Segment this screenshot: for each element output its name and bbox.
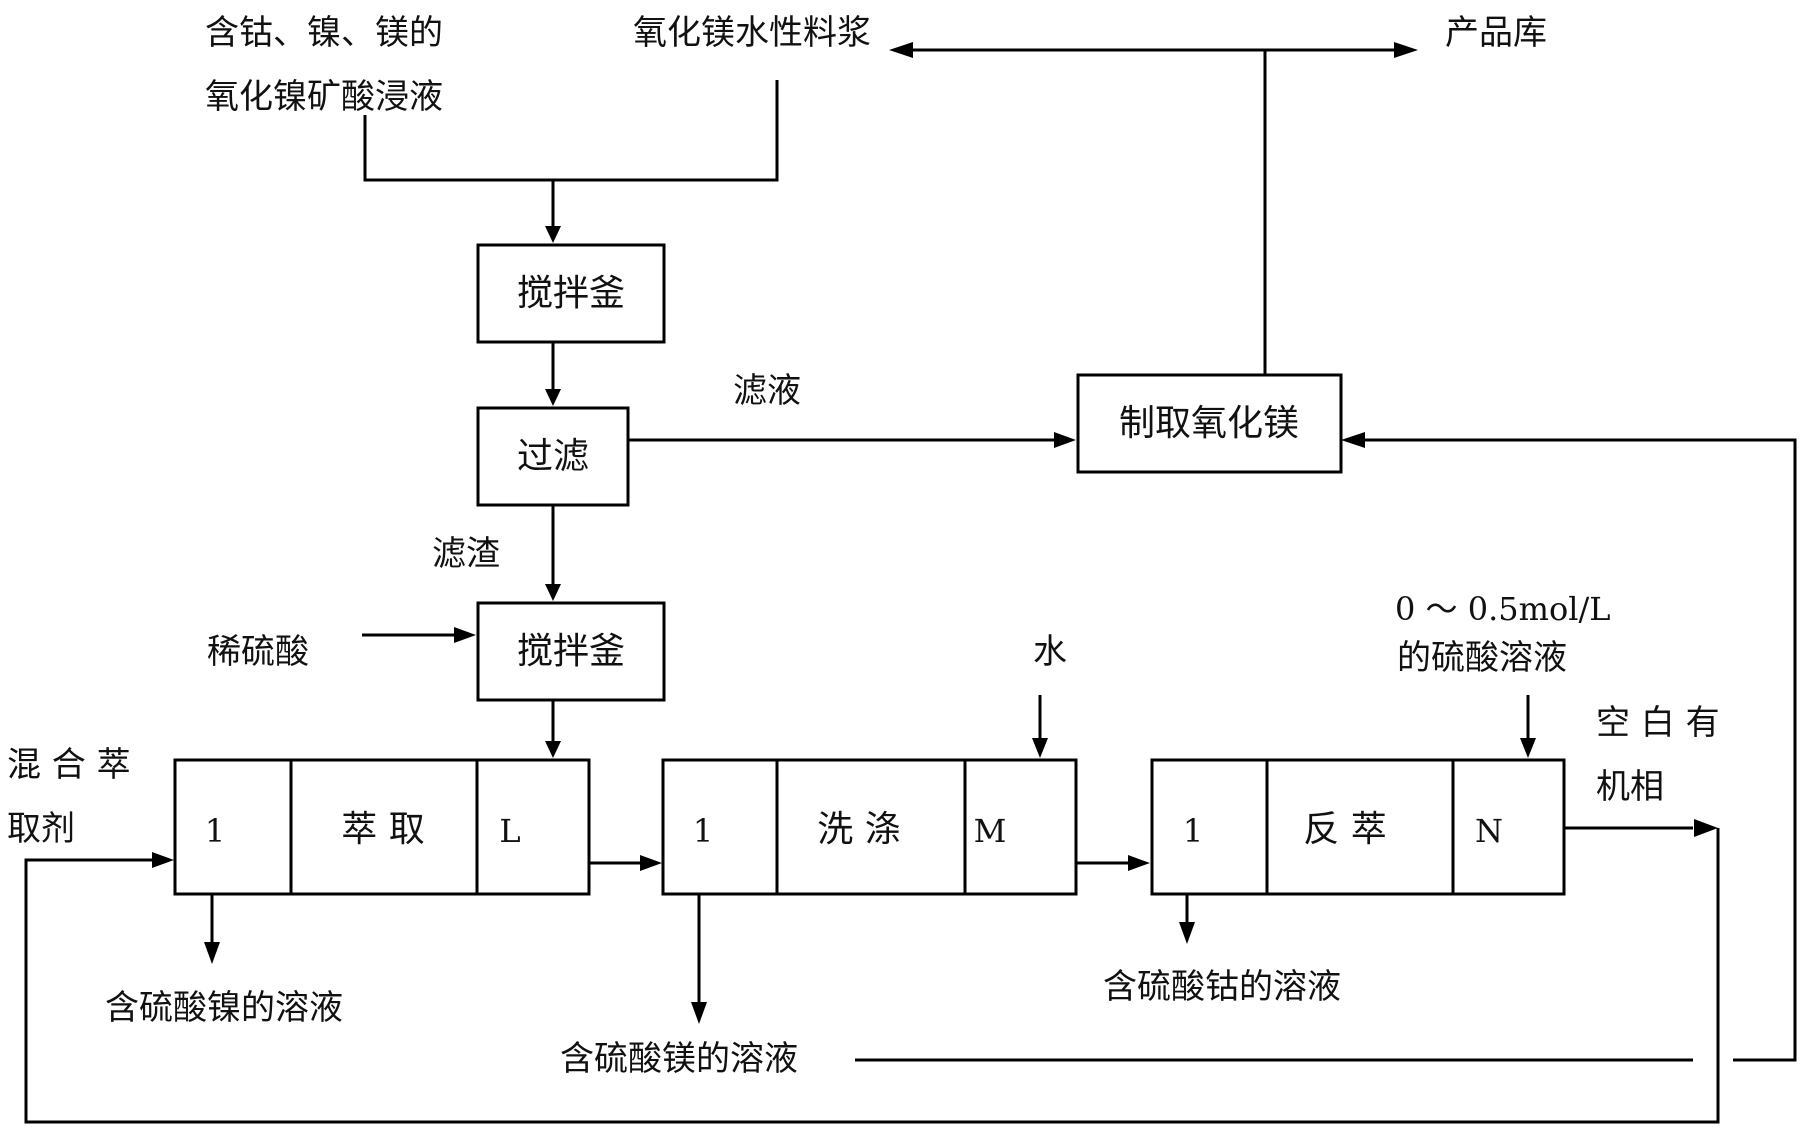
arrowheads (152, 42, 1718, 1024)
leach-liquor-label-line2: 氧化镍矿酸浸液 (205, 80, 443, 114)
extraction-name: 萃 取 (341, 812, 424, 848)
leach-liquor-label-line1: 含钴、镍、镁的 (205, 16, 443, 50)
washing-start-stage: 1 (693, 815, 713, 847)
stripping-name: 反 萃 (1303, 812, 1386, 848)
blank-organic-label-line2: 机相 (1596, 770, 1664, 804)
mgo-slurry-label: 氧化镁水性料浆 (633, 16, 871, 50)
strip-acid-label-line1: 0 ～ 0.5mol/L (1395, 593, 1610, 625)
product-store-label: 产品库 (1445, 16, 1547, 50)
stir-tank-1-label: 搅拌釜 (517, 276, 625, 312)
dilute-acid-label: 稀硫酸 (207, 635, 309, 669)
stripping-start-stage: 1 (1183, 815, 1203, 847)
residue-label: 滤渣 (432, 537, 500, 571)
extraction-end-stage: L (499, 815, 520, 847)
mixed-extractant-label-line1: 混 合 萃 (7, 748, 131, 782)
filtrate-label: 滤液 (733, 374, 801, 408)
stripping-end-stage: N (1475, 815, 1503, 847)
washing-end-stage: M (974, 815, 1007, 847)
blank-organic-label-line1: 空 白 有 (1596, 706, 1720, 740)
extraction-start-stage: 1 (205, 815, 225, 847)
washing-name: 洗 涤 (817, 812, 900, 848)
mixed-extractant-label-line2: 取剂 (7, 812, 75, 846)
magnesium-solution-label: 含硫酸镁的溶液 (560, 1042, 798, 1076)
nickel-solution-label: 含硫酸镍的溶液 (105, 991, 343, 1025)
cobalt-solution-label: 含硫酸钴的溶液 (1103, 970, 1341, 1004)
strip-acid-label-line2: 的硫酸溶液 (1397, 641, 1567, 675)
filter-label: 过滤 (517, 439, 589, 475)
make-mgo-label: 制取氧化镁 (1119, 406, 1299, 442)
stir-tank-2-label: 搅拌釜 (517, 634, 625, 670)
water-label: 水 (1033, 635, 1067, 669)
